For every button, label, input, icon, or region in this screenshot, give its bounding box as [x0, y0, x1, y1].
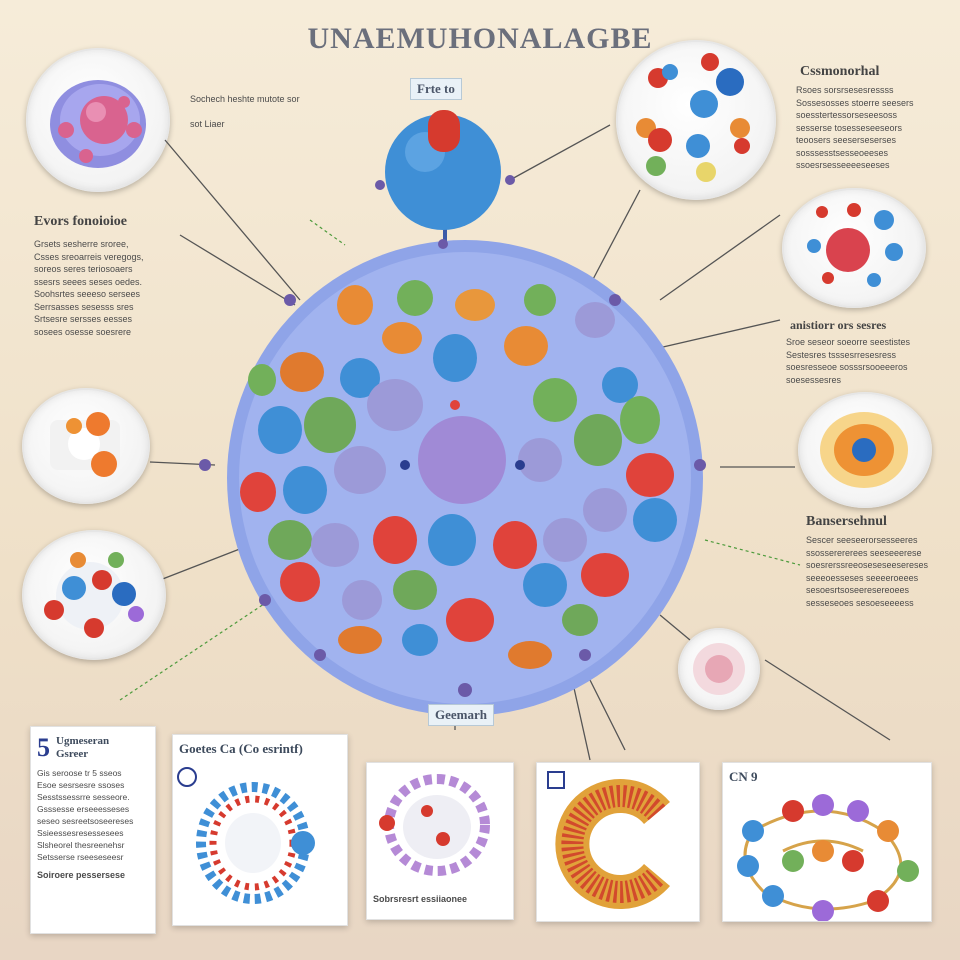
protein-inset-right [782, 188, 926, 308]
card-footer: Soiroere pessersese [37, 870, 126, 880]
right-top-heading: Cssmonorhal [800, 64, 880, 79]
page-title: UNAEMUHONALAGBE [307, 22, 653, 55]
bottom-card-4 [536, 762, 700, 922]
top-label: Frte to [410, 78, 462, 100]
bottom-label: Geemarh [428, 704, 494, 726]
note-line: sot Liaer [190, 118, 225, 129]
left-section-text: Grsets sesherre sroree, Csses sreoarreis… [34, 239, 144, 337]
dish-inset [678, 628, 760, 710]
cluster-inset-left [22, 530, 166, 660]
flower-inset-right [798, 392, 932, 508]
dish-illustration [693, 643, 745, 695]
right-lower-text: Sescer seeseerorsesseeres ssosserererees… [806, 535, 929, 608]
note-line: Sochech heshte mutote sor [190, 93, 300, 104]
card-badge [547, 771, 565, 789]
dna-ring-illustration [177, 767, 315, 904]
right-top-text: Rsoes sorsrsesesressss Sossesosses stoer… [796, 85, 914, 170]
left-section-heading: Evors fonoioioe [34, 214, 127, 229]
cell-illustration [50, 80, 146, 168]
network-illustration [737, 794, 919, 921]
card-label: Goetes Ca (Co esrintf) [179, 741, 303, 756]
right-lower-heading: Bansersehnul [806, 514, 887, 529]
bottom-card-5: CN 9 [722, 762, 932, 922]
card-text: Gis seroose tr 5 sseos Esoe sesrsesre ss… [37, 768, 134, 862]
card-caption: Sobrsresrt essiiaonee [373, 894, 468, 904]
cell-inset-top-left [26, 48, 170, 192]
cluster-illustration [44, 552, 144, 638]
top-left-note: Sochech heshte mutote sor sot Liaer [190, 80, 320, 143]
card-number: 5 [37, 733, 50, 762]
bottom-card-1: 5 Ugmeseran Gsreer Gis seroose tr 5 sseo… [30, 726, 156, 934]
nucleus-illustration [50, 412, 120, 477]
bottom-card-3: Sobrsresrt essiiaonee [366, 762, 514, 920]
right-mid-heading: anistiorr ors sesres [790, 318, 887, 332]
card-heading: Ugmeseran Gsreer [56, 735, 110, 760]
nucleus-inset-left [22, 388, 150, 504]
flower-illustration [820, 412, 908, 488]
card-label: CN 9 [729, 769, 758, 784]
molecule-illustration [636, 53, 750, 182]
protein-illustration [807, 203, 903, 287]
molecule-inset-top-right [616, 40, 776, 200]
chain-illustration [379, 774, 490, 876]
right-mid-text: Sroe seseor soeorre seestistes Sestesres… [786, 337, 911, 385]
ring-illustration [555, 779, 670, 909]
bottom-card-2: Goetes Ca (Co esrintf) [172, 734, 348, 926]
